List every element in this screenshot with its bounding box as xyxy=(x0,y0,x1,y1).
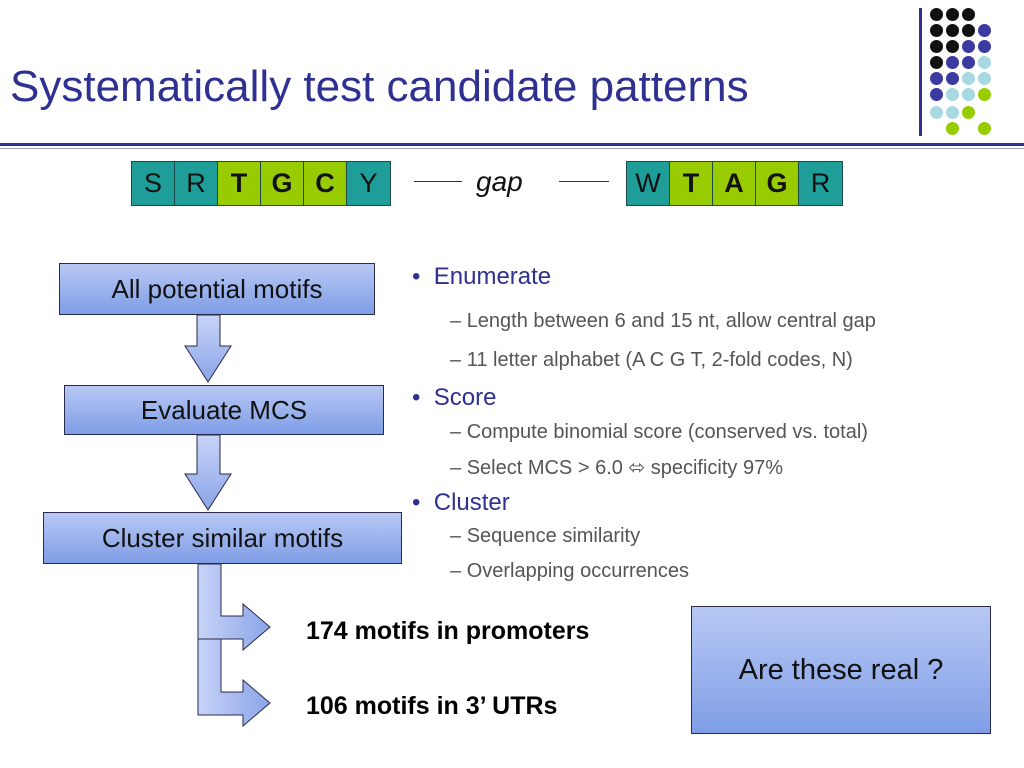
slide-title: Systematically test candidate patterns xyxy=(10,62,749,111)
motif-left-letter-5: Y xyxy=(347,162,390,205)
decor-dot xyxy=(930,72,943,85)
motif-left-letter-4: C xyxy=(304,162,347,205)
decor-dot xyxy=(978,72,991,85)
sub-bullet-sequence-similarity: – Sequence similarity xyxy=(450,525,641,547)
decor-dot xyxy=(946,8,959,21)
decor-dot xyxy=(930,24,943,37)
motif-left-letter-1: R xyxy=(175,162,218,205)
sub-bullet-alphabet: – 11 letter alphabet (A C G T, 2-fold co… xyxy=(450,349,853,371)
result-utrs: 106 motifs in 3’ UTRs xyxy=(306,692,558,720)
gap-line-right xyxy=(559,181,609,182)
title-rule-thin xyxy=(0,148,1024,149)
decor-dot xyxy=(946,24,959,37)
arrow-down-2 xyxy=(184,434,232,511)
motif-right-letter-4: R xyxy=(799,162,842,205)
sub-bullet-binomial: – Compute binomial score (conserved vs. … xyxy=(450,421,868,443)
title-rule xyxy=(0,143,1024,146)
bullet-score: • Score xyxy=(412,384,497,411)
decor-dot xyxy=(930,8,943,21)
decor-dot xyxy=(962,56,975,69)
result-promoters: 174 motifs in promoters xyxy=(306,617,590,645)
motif-right-letter-3: G xyxy=(756,162,799,205)
question-box: Are these real ? xyxy=(691,606,991,734)
step-evaluate-mcs: Evaluate MCS xyxy=(64,385,384,435)
decor-dot xyxy=(930,40,943,53)
decor-dot xyxy=(978,40,991,53)
decor-dot xyxy=(962,72,975,85)
motif-right-letter-0: W xyxy=(627,162,670,205)
decor-dot xyxy=(962,106,975,119)
decor-dot xyxy=(946,56,959,69)
arrow-branch-2 xyxy=(197,638,271,728)
decor-dot xyxy=(978,88,991,101)
sub-bullet-select-mcs: – Select MCS > 6.0 ⬄ specificity 97% xyxy=(450,457,784,479)
decor-dot xyxy=(978,122,991,135)
motif-left-letter-3: G xyxy=(261,162,304,205)
decor-dot xyxy=(962,8,975,21)
sub-bullet-overlapping: – Overlapping occurrences xyxy=(450,560,690,582)
motif-left-letter-0: S xyxy=(132,162,175,205)
decor-dot xyxy=(962,24,975,37)
arrow-branch-1 xyxy=(197,563,271,652)
decor-dot xyxy=(978,56,991,69)
sub-bullet-length: – Length between 6 and 15 nt, allow cent… xyxy=(450,310,876,332)
decor-dot xyxy=(946,72,959,85)
decor-dot xyxy=(962,40,975,53)
decor-dot xyxy=(946,88,959,101)
decor-dot xyxy=(930,56,943,69)
gap-line-left xyxy=(414,181,462,182)
arrow-down-1 xyxy=(184,314,232,383)
step-all-potential-motifs: All potential motifs xyxy=(59,263,375,315)
bullet-cluster: • Cluster xyxy=(412,489,510,516)
decor-dot xyxy=(946,40,959,53)
decor-dot xyxy=(978,24,991,37)
gap-label: gap xyxy=(476,166,523,197)
motif-right-letter-2: A xyxy=(713,162,756,205)
decor-dot xyxy=(946,122,959,135)
decor-dot xyxy=(962,88,975,101)
step-cluster-similar-motifs: Cluster similar motifs xyxy=(43,512,402,564)
motif-right-letter-1: T xyxy=(670,162,713,205)
decor-vertical-bar xyxy=(919,8,922,136)
bullet-enumerate: • Enumerate xyxy=(412,263,552,290)
motif-left-letter-2: T xyxy=(218,162,261,205)
decor-dot xyxy=(930,88,943,101)
decor-dot xyxy=(946,106,959,119)
decor-dot xyxy=(930,106,943,119)
